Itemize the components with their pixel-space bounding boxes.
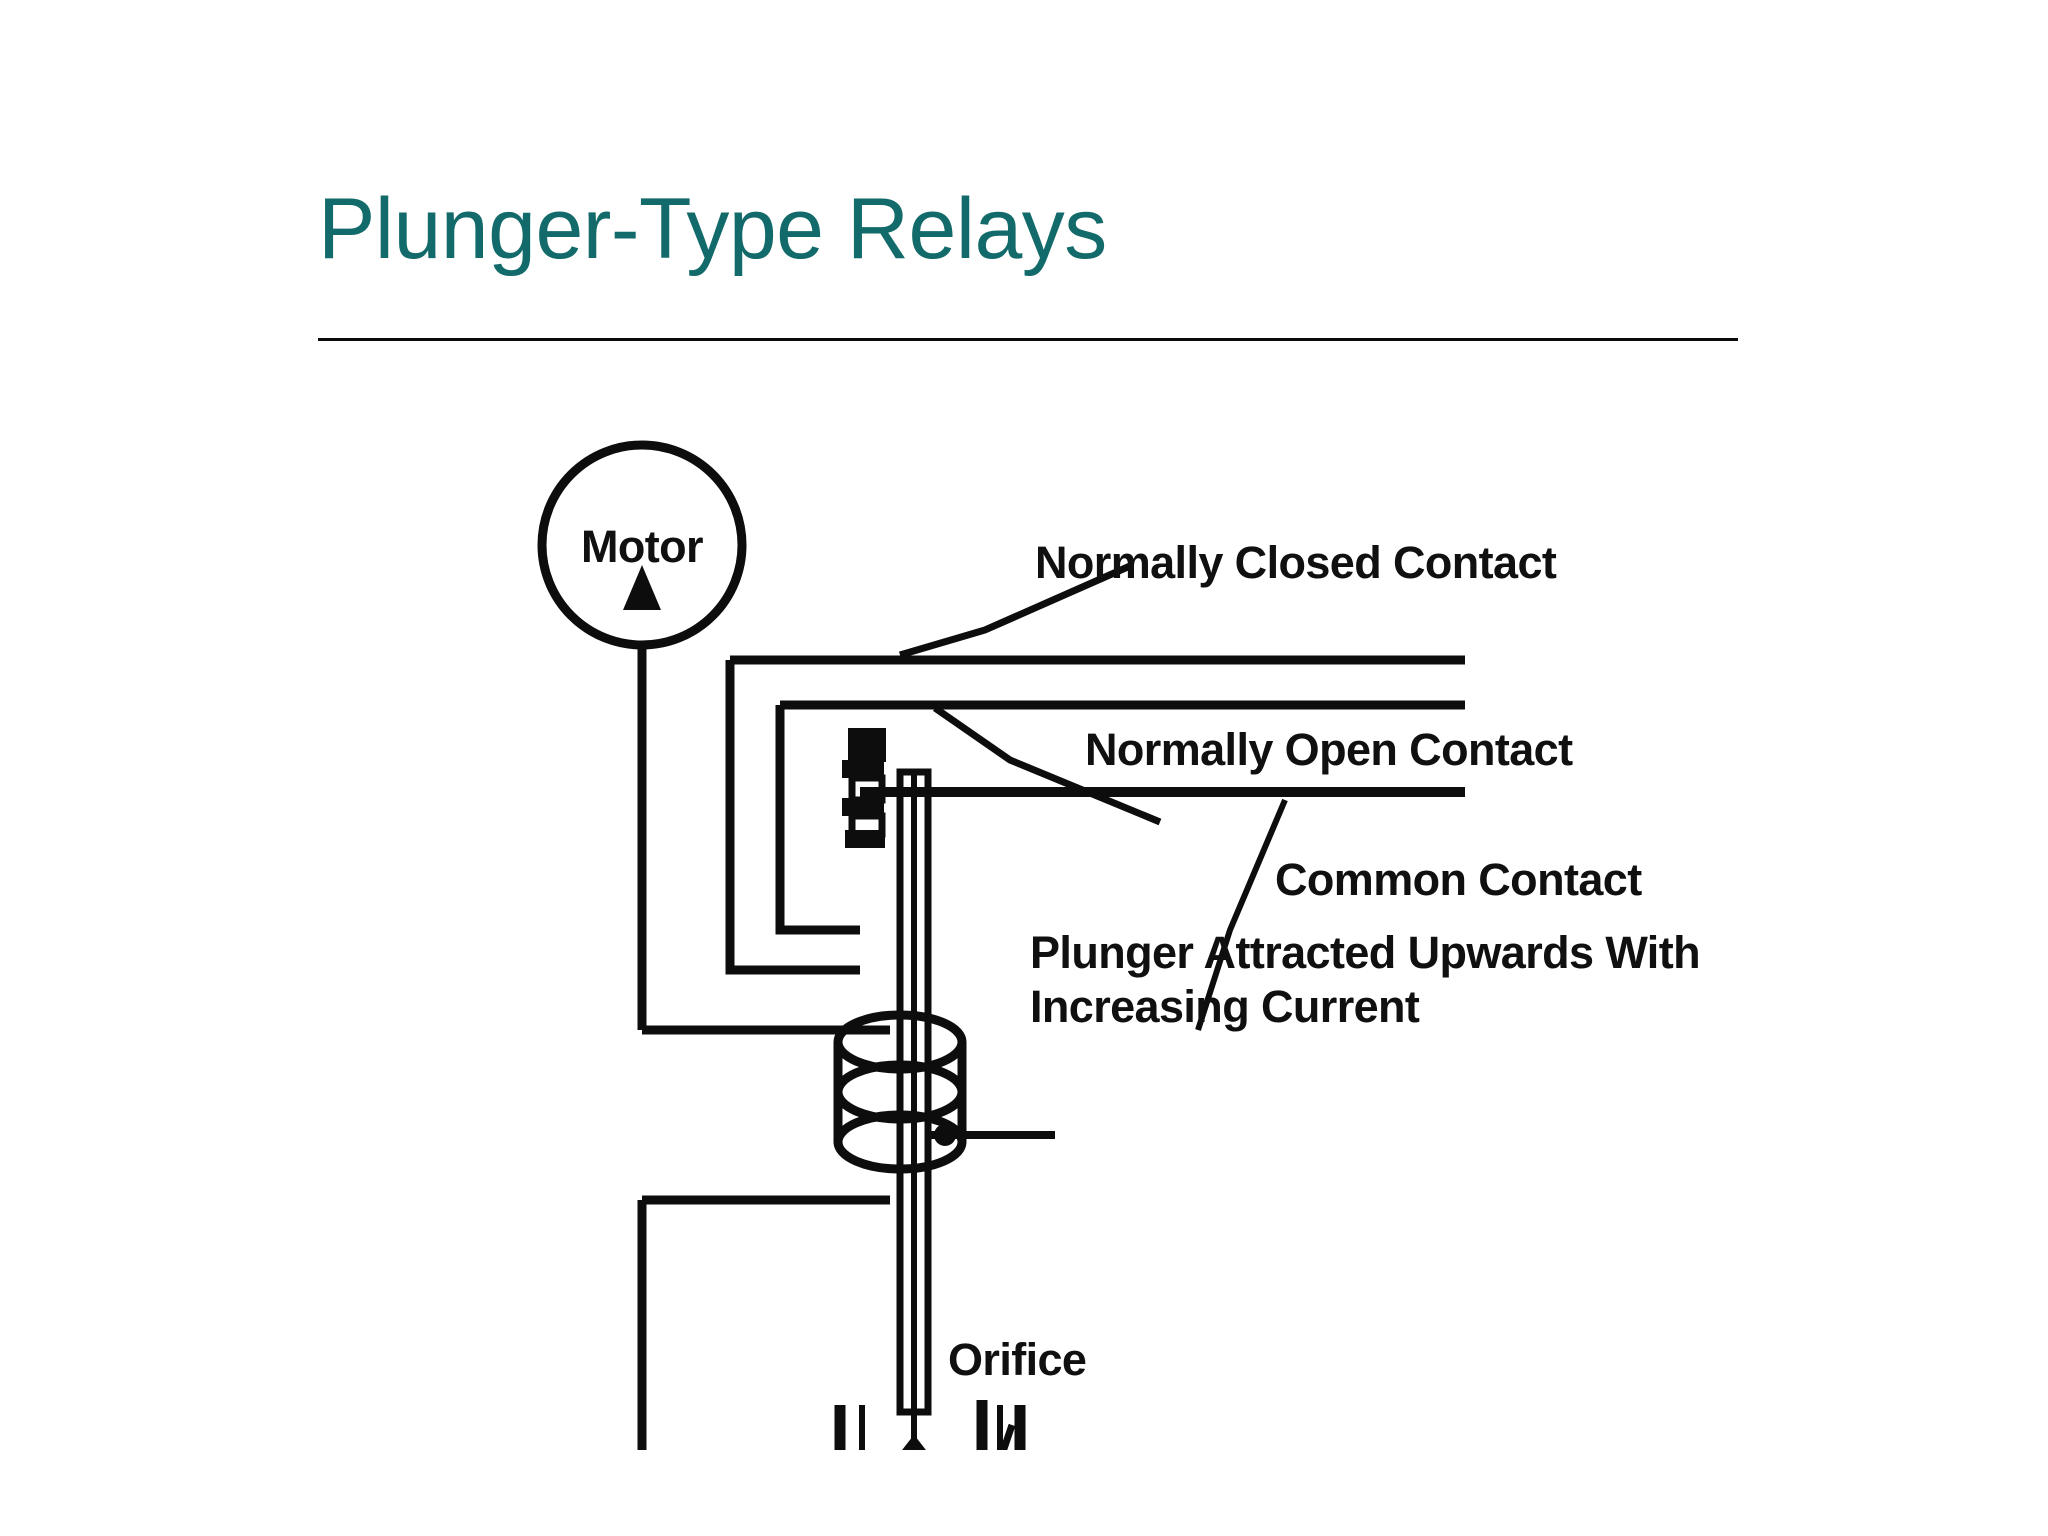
nc-leader-line [899,562,1132,659]
relay-diagram: Motor Supply [0,330,2048,1450]
title-block: Plunger-Type Relays [318,186,1738,272]
relay-diagram-svg: Motor Supply [537,440,1701,1450]
motor-label: Motor [581,521,703,572]
orifice-leader-line [999,1423,1016,1450]
normally-open-contact-label: Normally Open Contact [1085,724,1573,775]
no-contact-frame [775,705,860,935]
nc-contact-frame [725,660,860,975]
plunger-attracted-label-line1: Plunger Attracted Upwards With [1030,927,1700,978]
orifice-label: Orifice [948,1334,1086,1385]
plunger-attracted-label-line2: Increasing Current [1030,981,1420,1032]
normally-closed-contact-label: Normally Closed Contact [1035,537,1557,588]
contact-spring-stack [842,728,886,848]
no-leader-line [933,705,1162,826]
common-contact-label: Common Contact [1275,854,1642,905]
motor-lead-arrow [623,565,661,610]
dashpot-piston-cone [902,1434,926,1450]
plunger-leader-dot [934,1124,956,1146]
title-divider [318,338,1738,341]
common-contact-leader-line [1195,798,1288,1031]
page-title: Plunger-Type Relays [318,181,1107,277]
dashpot [834,1400,1026,1450]
